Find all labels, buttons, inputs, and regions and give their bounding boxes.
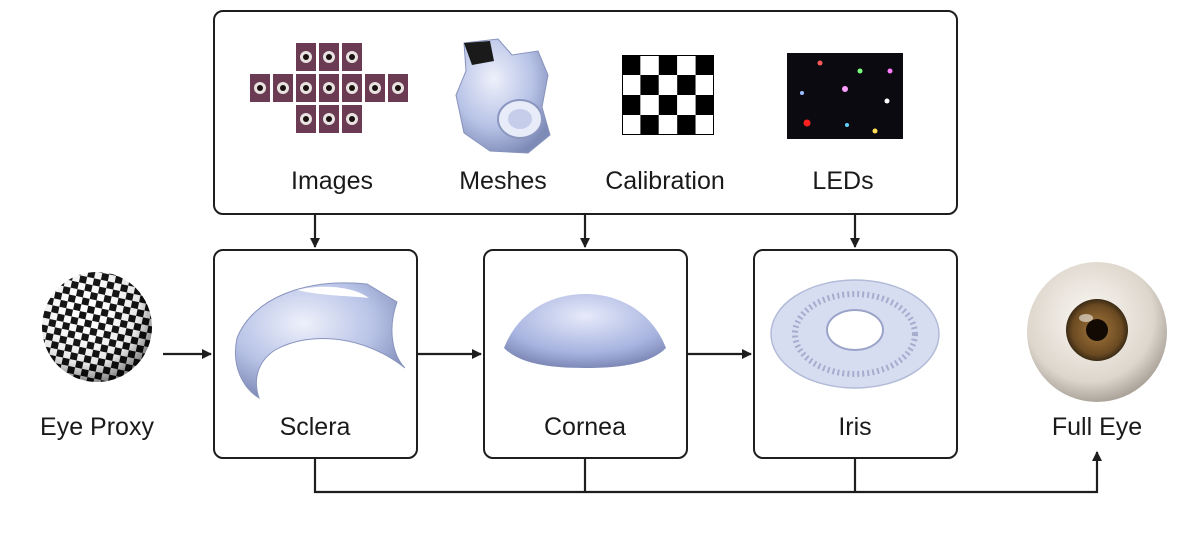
iris-mesh-shape xyxy=(770,279,940,389)
calibration-label: Calibration xyxy=(605,167,725,195)
full-eye-label: Full Eye xyxy=(1051,413,1143,441)
meshes-label: Meshes xyxy=(459,167,547,195)
eye-proxy-sphere xyxy=(42,272,152,382)
image-grid-icon xyxy=(250,43,408,133)
sclera-mesh-shape xyxy=(235,282,405,400)
bottom-merge-line xyxy=(313,451,1102,494)
cornea-mesh-shape xyxy=(504,294,666,368)
leds-label: LEDs xyxy=(812,167,874,195)
top-to-stage-arrows xyxy=(310,214,860,248)
calibration-checkerboard-icon xyxy=(622,55,714,135)
full-eye-render xyxy=(1027,262,1167,402)
eye-proxy-label: Eye Proxy xyxy=(40,413,154,441)
images-label: Images xyxy=(291,167,373,195)
sclera-label: Sclera xyxy=(279,413,351,441)
leds-icon xyxy=(787,53,903,139)
mesh-icon xyxy=(455,38,551,154)
iris-label: Iris xyxy=(838,413,872,441)
cornea-label: Cornea xyxy=(544,413,626,441)
